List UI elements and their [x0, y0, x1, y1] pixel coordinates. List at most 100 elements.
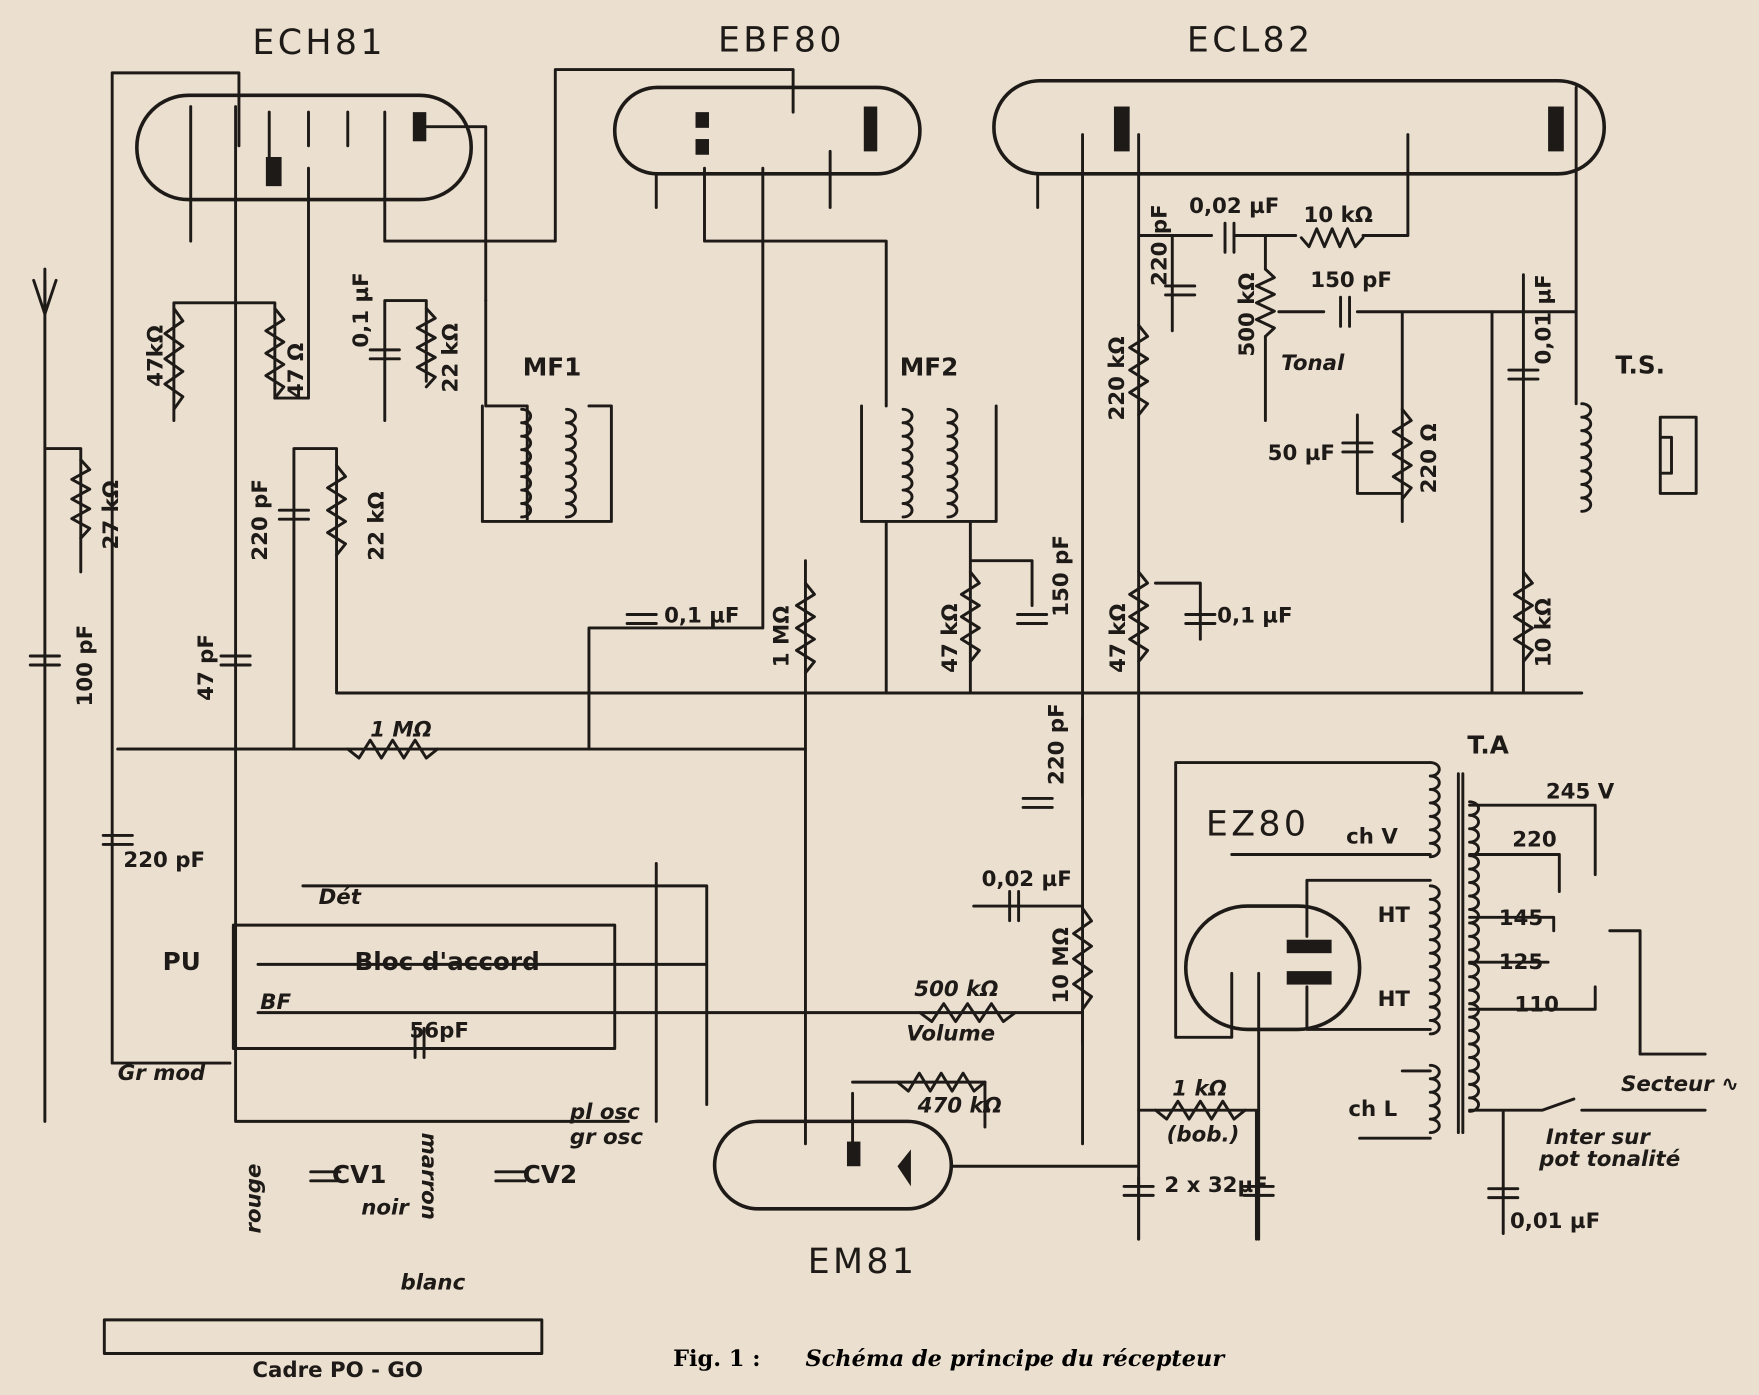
label-ts: T.S. [1615, 350, 1665, 379]
label-c220p-c: 220 pF [1044, 703, 1069, 785]
label-r470k: 470 kΩ [917, 1093, 1002, 1118]
capacitor-symbol [1122, 1184, 1155, 1197]
label-ch-v: ch V [1346, 824, 1398, 849]
label-c2x32: 2 x 32µF [1164, 1173, 1267, 1198]
label-det: Dét [319, 885, 362, 910]
tube-label-em81: EM81 [808, 1242, 918, 1282]
label-mf1: MF1 [523, 353, 582, 382]
label-c56p: 56pF [409, 1018, 468, 1043]
ech81-osc-anode [265, 156, 282, 187]
ebf80-diode1 [695, 112, 709, 128]
label-c220p-a: 220 pF [248, 479, 273, 561]
capacitor-symbol [1008, 890, 1021, 923]
label-c150p-b: 150 pF [1310, 268, 1392, 293]
resistor-symbol [795, 581, 816, 675]
label-r10k-b: 10 kΩ [1531, 598, 1556, 667]
capacitor-symbol [368, 348, 401, 361]
capacitor-symbol [1184, 613, 1217, 625]
label-ch-l: ch L [1348, 1097, 1397, 1122]
capacitor-symbol [219, 654, 252, 667]
resistor-symbol [415, 306, 437, 389]
ferrite-rod-cadre [102, 1318, 544, 1355]
ch-v-winding [1428, 761, 1441, 859]
ecl82-pentode-anode [1548, 106, 1564, 152]
capacitor-symbol [1164, 284, 1197, 297]
label-c47p: 47 pF [194, 634, 219, 701]
loudspeaker-icon [1658, 415, 1698, 495]
label-gr-osc: gr osc [570, 1125, 643, 1150]
label-pl-osc: pl osc [569, 1100, 640, 1125]
label-ht1: HT [1378, 903, 1411, 928]
capacitor-symbol [1339, 295, 1351, 328]
label-noir: noir [361, 1195, 410, 1220]
label-c01-a: 0,1 µF [349, 272, 374, 347]
ebf80-anode [863, 106, 878, 152]
ht-winding [1428, 884, 1441, 1036]
capacitor-symbol [1242, 1184, 1275, 1197]
wiring [43, 68, 1707, 1355]
label-245v: 245 V [1546, 779, 1615, 804]
capacitor-symbol [101, 833, 134, 846]
resistor-symbol [895, 1071, 987, 1093]
ez80-anode1 [1286, 939, 1332, 954]
label-r500k-b: 500 kΩ [914, 977, 998, 1002]
label-c50u: 50 µF [1268, 441, 1335, 466]
capacitor-symbol [1487, 1187, 1520, 1200]
label-mf2: MF2 [900, 353, 959, 382]
label-cv2: CV2 [523, 1160, 577, 1189]
label-rouge: rouge [241, 1164, 266, 1234]
tube-label-ech81: ECH81 [252, 23, 385, 63]
tube-label-ez80: EZ80 [1206, 804, 1309, 844]
label-inter-1: Inter sur [1546, 1125, 1651, 1150]
resistor-symbol [346, 738, 439, 760]
label-r220k: 220 kΩ [1105, 336, 1130, 420]
label-145: 145 [1499, 906, 1543, 931]
mains-primary-winding [1468, 800, 1480, 1113]
mf2-primary-coil [901, 407, 914, 519]
label-c100p: 100 pF [73, 625, 98, 707]
tube-label-ebf80: EBF80 [718, 21, 845, 61]
label-marron: marron [416, 1133, 441, 1220]
label-bloc-accord: Bloc d'accord [354, 947, 539, 976]
resistor-symbol [1128, 323, 1150, 417]
label-c002-b: 0,02 µF [982, 867, 1072, 892]
label-r47k-c: 47 kΩ [1106, 604, 1131, 673]
mf1-primary-coil [520, 407, 533, 519]
label-bf: BF [260, 990, 291, 1015]
capacitor-symbol [413, 1026, 426, 1059]
resistor-symbol [1128, 570, 1150, 664]
capacitors [28, 221, 1540, 1200]
resistors [70, 227, 1534, 1121]
label-ta: T.A [1467, 731, 1509, 760]
tube-ez80-envelope [1183, 904, 1362, 1032]
antenna-icon [32, 278, 58, 316]
label-r27k: 27 kΩ [99, 480, 124, 549]
coils [32, 278, 1698, 1135]
label-ht2: HT [1378, 987, 1411, 1012]
em81-screen [897, 1149, 911, 1187]
capacitor-symbol [277, 508, 310, 521]
resistor-symbol [1072, 906, 1093, 1011]
label-inter-2: pot tonalité [1538, 1147, 1680, 1172]
em81-anode [846, 1141, 861, 1167]
caption-text: Schéma de principe du récepteur [805, 1346, 1226, 1372]
label-r22k-b: 22 kΩ [365, 491, 390, 560]
resistor-symbol [163, 306, 185, 411]
tube-ebf80-envelope [612, 85, 922, 176]
label-volume: Volume [906, 1022, 995, 1047]
ez80-anode2 [1286, 971, 1332, 985]
label-secteur: Secteur ∿ [1621, 1072, 1739, 1097]
label-r47k-a: 47kΩ [144, 325, 169, 387]
label-r10k-a: 10 kΩ [1304, 203, 1373, 228]
resistor-symbol [70, 458, 92, 540]
resistor-symbol [959, 570, 981, 664]
label-bob: (bob.) [1167, 1123, 1240, 1148]
ch-l-winding [1428, 1063, 1441, 1135]
label-c01-b: 0,1 µF [664, 603, 739, 628]
resistor-symbol [1254, 267, 1276, 338]
label-125: 125 [1499, 950, 1543, 975]
label-tonal: Tonal [1281, 351, 1345, 376]
label-c220p-d: 220 pF [1148, 204, 1173, 286]
label-r1m-a: 1 MΩ [370, 718, 432, 743]
